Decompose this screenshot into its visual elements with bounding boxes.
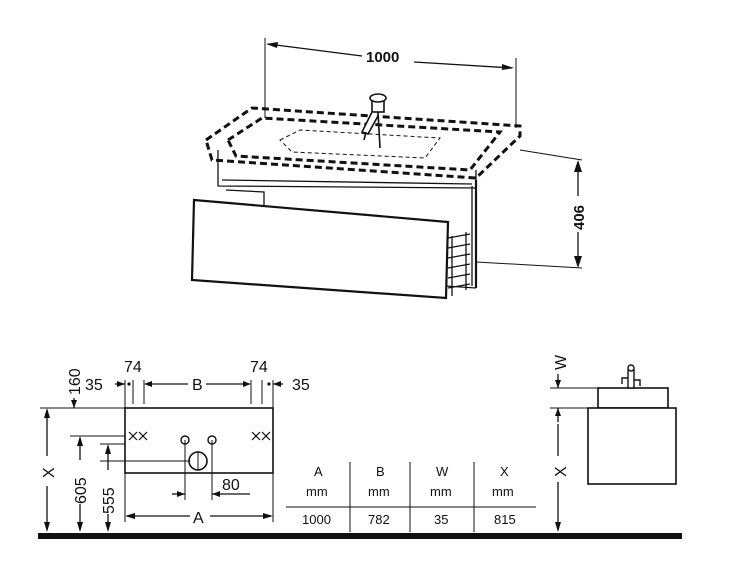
drain-offset-label: 80 [222, 477, 240, 494]
drawer-side-rails [447, 233, 471, 289]
side-view: W X [550, 354, 677, 532]
right-offset-label: 35 [292, 377, 310, 394]
table-unit-x: mm [492, 484, 514, 499]
table-unit-b: mm [368, 484, 390, 499]
tap-side-icon [621, 364, 641, 389]
table-value-w: 35 [434, 512, 448, 527]
width-dimension: 1000 [366, 49, 399, 66]
arrowhead [574, 160, 582, 172]
arrowhead [502, 64, 514, 70]
table-value-x: 815 [494, 512, 516, 527]
tap-icon [360, 93, 387, 149]
basin-rim [226, 116, 503, 172]
table-header-a: A [314, 464, 323, 479]
plan-view: 35 74 B 74 35 160 X 605 555 [40, 359, 310, 532]
drawer-front [190, 198, 450, 300]
height-605-label: 605 [73, 477, 90, 504]
height-extension-top [519, 149, 583, 161]
center-width-label: B [192, 377, 203, 394]
rail-detail [225, 189, 265, 206]
width-dim-line-right [413, 61, 513, 69]
height-555-label: 555 [101, 487, 118, 514]
table-value-b: 782 [368, 512, 390, 527]
perspective-view: 1000 406 [190, 38, 588, 300]
table-header-w: W [436, 464, 449, 479]
height-dimension: 406 [571, 205, 588, 230]
x-height-label: X [41, 467, 58, 478]
arrowhead [266, 42, 278, 48]
left-bracket-label: 74 [124, 359, 142, 376]
drawer-side-frame [451, 232, 467, 296]
side-x-label: X [553, 466, 570, 477]
table-unit-w: mm [430, 484, 452, 499]
right-bracket-label: 74 [250, 359, 268, 376]
table-value-a: 1000 [302, 512, 331, 527]
table-header-x: X [500, 464, 509, 479]
basin-bowl [279, 129, 441, 159]
height-extension-bottom [475, 261, 583, 269]
floor-line [38, 533, 682, 539]
depth-160-label: 160 [67, 368, 84, 395]
a-width-label: A [193, 510, 204, 527]
arrowhead [574, 256, 582, 268]
width-dim-line-left [267, 43, 363, 57]
top-rail [221, 179, 473, 185]
basin-side-profile [597, 387, 669, 409]
table-unit-a: mm [306, 484, 328, 499]
left-offset-label: 35 [85, 377, 103, 394]
cabinet-top-edge [217, 150, 477, 189]
cabinet-side-profile [587, 407, 677, 485]
cabinet-bottom-edge [445, 285, 477, 289]
dimension-table: A B W X mm mm mm mm 1000 782 35 815 [286, 462, 536, 532]
washbasin-outline [204, 106, 522, 180]
w-label: W [553, 354, 570, 370]
table-header-b: B [376, 464, 385, 479]
fixing-crosses [128, 431, 271, 441]
